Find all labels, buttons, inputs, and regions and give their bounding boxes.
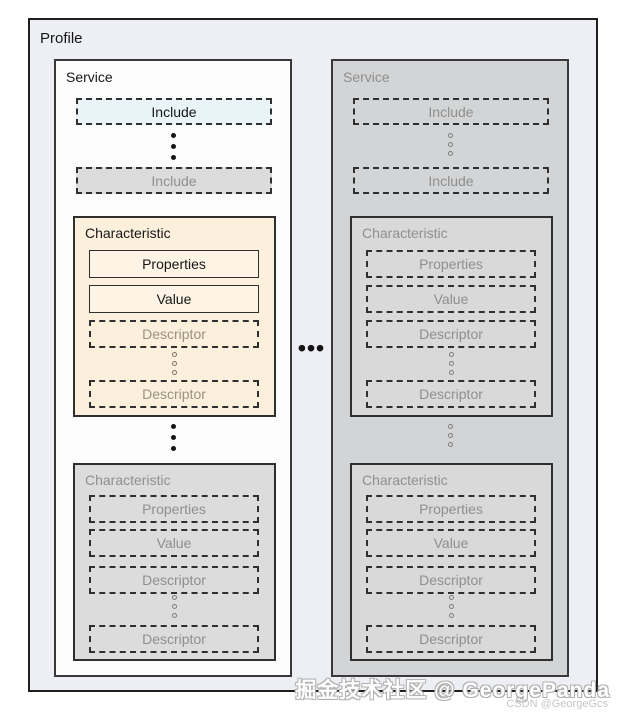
- service-box-right: Service Include Include Characteristic P…: [331, 59, 569, 677]
- service-label: Service: [343, 69, 390, 85]
- characteristic-box-muted: Characteristic Properties Value Descript…: [73, 463, 276, 661]
- ring-ellipsis-icon: [352, 595, 551, 618]
- characteristic-box-muted: Characteristic Properties Value Descript…: [350, 463, 553, 661]
- descriptor-box: Descriptor: [366, 380, 536, 408]
- properties-box: Properties: [89, 250, 259, 278]
- descriptor-box: Descriptor: [366, 320, 536, 348]
- descriptor-box: Descriptor: [89, 320, 259, 348]
- descriptor-label: Descriptor: [142, 572, 206, 588]
- descriptor-box: Descriptor: [89, 380, 259, 408]
- properties-label: Properties: [142, 256, 206, 272]
- properties-box: Properties: [89, 495, 259, 523]
- value-label: Value: [433, 291, 469, 307]
- watermark-subtext: CSDN @GeorgeGcs: [506, 698, 608, 710]
- characteristic-label: Characteristic: [362, 472, 448, 488]
- ring-ellipsis-icon: [75, 595, 274, 618]
- value-box: Value: [89, 285, 259, 313]
- value-label: Value: [156, 535, 192, 551]
- descriptor-box: Descriptor: [89, 566, 259, 594]
- descriptor-label: Descriptor: [419, 572, 483, 588]
- descriptor-label: Descriptor: [142, 386, 206, 402]
- value-label: Value: [156, 291, 192, 307]
- descriptor-label: Descriptor: [142, 631, 206, 647]
- ring-ellipsis-icon: [333, 424, 567, 447]
- properties-label: Properties: [142, 501, 206, 517]
- service-label: Service: [66, 69, 113, 85]
- include-label: Include: [151, 172, 197, 189]
- properties-label: Properties: [419, 501, 483, 517]
- profile-label: Profile: [40, 30, 83, 47]
- characteristic-label: Characteristic: [85, 225, 171, 241]
- profile-box: Profile Service Include Include Characte…: [28, 18, 598, 692]
- include-box-muted: Include: [353, 98, 549, 125]
- service-box-left: Service Include Include Characteristic P…: [54, 59, 292, 677]
- value-box: Value: [89, 529, 259, 557]
- vertical-ellipsis-icon: [56, 133, 290, 160]
- characteristic-label: Characteristic: [85, 472, 171, 488]
- characteristic-box-highlighted: Characteristic Properties Value Descript…: [73, 216, 276, 417]
- descriptor-label: Descriptor: [419, 386, 483, 402]
- descriptor-box: Descriptor: [366, 625, 536, 653]
- properties-label: Properties: [419, 256, 483, 272]
- descriptor-label: Descriptor: [419, 631, 483, 647]
- include-box-muted: Include: [76, 167, 272, 194]
- value-box: Value: [366, 529, 536, 557]
- ring-ellipsis-icon: [333, 133, 567, 156]
- include-box-muted: Include: [353, 167, 549, 194]
- ring-ellipsis-icon: [352, 352, 551, 375]
- vertical-ellipsis-icon: [56, 424, 290, 451]
- descriptor-label: Descriptor: [419, 326, 483, 342]
- include-label: Include: [428, 103, 474, 120]
- descriptor-box: Descriptor: [366, 566, 536, 594]
- horizontal-ellipsis: •••: [297, 334, 326, 361]
- characteristic-label: Characteristic: [362, 225, 448, 241]
- include-label: Include: [151, 103, 197, 120]
- properties-box: Properties: [366, 250, 536, 278]
- watermark-text: 掘金技术社区 @ GeorgePanda: [295, 679, 610, 702]
- value-box: Value: [366, 285, 536, 313]
- descriptor-label: Descriptor: [142, 326, 206, 342]
- include-label: Include: [428, 172, 474, 189]
- properties-box: Properties: [366, 495, 536, 523]
- include-box-highlighted: Include: [76, 98, 272, 125]
- characteristic-box-muted: Characteristic Properties Value Descript…: [350, 216, 553, 417]
- descriptor-box: Descriptor: [89, 625, 259, 653]
- ring-ellipsis-icon: [75, 352, 274, 375]
- value-label: Value: [433, 535, 469, 551]
